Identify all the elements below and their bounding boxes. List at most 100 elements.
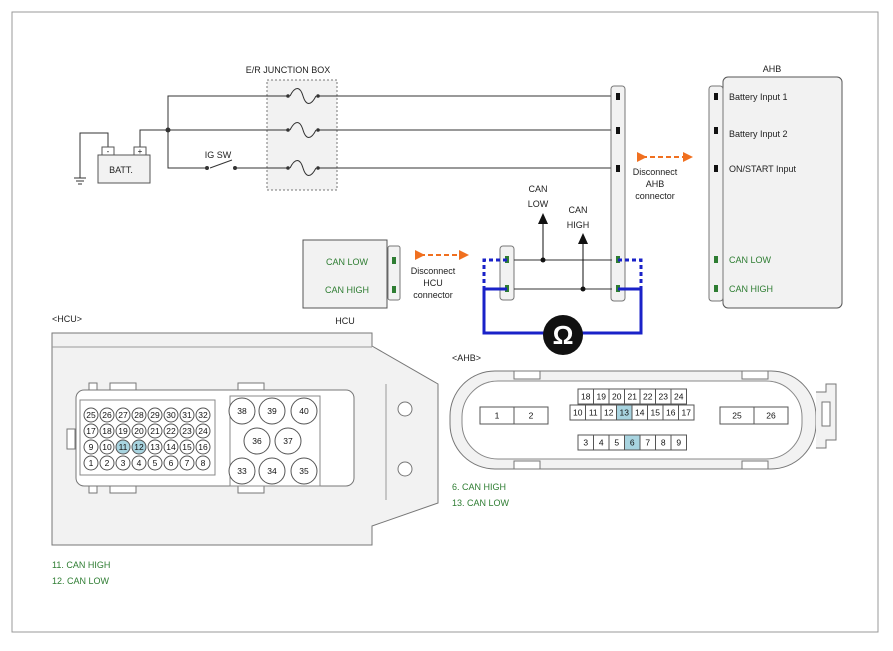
can-high-label-2: HIGH	[567, 220, 590, 230]
hcu-pin	[131, 455, 147, 471]
can-low-label-2: LOW	[528, 199, 549, 209]
ahb-battery-input-2: Battery Input 2	[729, 129, 788, 139]
ahb-pin	[513, 406, 549, 425]
disconnect-hcu-line-1: Disconnect	[411, 266, 456, 276]
hcu-pin	[163, 455, 179, 471]
disconnect-ahb-line-1: Disconnect	[633, 167, 678, 177]
ohmmeter-icon	[543, 315, 583, 355]
hcu-large-pin	[258, 397, 286, 425]
ahb-legend-1: 6. CAN HIGH	[452, 482, 506, 492]
hcu-legend-1: 11. CAN HIGH	[52, 560, 110, 570]
hcu-pin	[131, 439, 147, 455]
hcu-pin-number: 38	[237, 406, 247, 416]
ahb-pin-number: 15	[651, 408, 661, 418]
battery-label: BATT.	[109, 165, 133, 175]
fuse-icon	[286, 122, 320, 138]
hcu-pin	[99, 407, 115, 423]
ahb-pin-number: 14	[635, 408, 645, 418]
hcu-pin	[115, 439, 131, 455]
hcu-pin-number: 28	[134, 410, 144, 420]
hcu-large-pin	[228, 397, 256, 425]
hcu-pin	[99, 439, 115, 455]
ahb-pin-number: 4	[599, 438, 604, 448]
ahb-pin-number: 25	[732, 411, 742, 421]
ahb-pin-number: 26	[766, 411, 776, 421]
hcu-pin-number: 31	[182, 410, 192, 420]
hcu-pin-number: 19	[118, 426, 128, 436]
fuse-icon	[286, 160, 320, 176]
hcu-pin-number: 40	[299, 406, 309, 416]
hcu-pin	[83, 439, 99, 455]
ahb-pin-number: 21	[628, 392, 638, 402]
can-low-label-1: CAN	[528, 184, 547, 194]
ahb-pin-number: 9	[676, 438, 681, 448]
hcu-pin-number: 26	[102, 410, 112, 420]
ahb-pin-number: 23	[659, 392, 669, 402]
ahb-on-start-input: ON/START Input	[729, 164, 797, 174]
ahb-legend-2: 13. CAN LOW	[452, 498, 510, 508]
hcu-pin	[115, 407, 131, 423]
hcu-pin	[179, 439, 195, 455]
junction-box-title: E/R JUNCTION BOX	[246, 65, 331, 75]
ahb-pin	[678, 404, 695, 421]
hcu-large-pin	[258, 457, 286, 485]
hcu-pin-number: 3	[121, 458, 126, 468]
ahb-pin-number: 2	[529, 411, 534, 421]
hcu-pin-number: 18	[102, 426, 112, 436]
hcu-pin	[195, 407, 211, 423]
battery	[97, 154, 151, 184]
hcu-can-high: CAN HIGH	[325, 285, 369, 295]
hcu-pin	[147, 407, 163, 423]
ahb-pin	[753, 406, 789, 425]
fuse-icon	[286, 88, 320, 104]
ahb-pin-number: 16	[666, 408, 676, 418]
schematic: E/R JUNCTION BOX IG SW	[74, 64, 843, 355]
hcu-pin-number: 17	[86, 426, 96, 436]
ahb-pin-number: 3	[583, 438, 588, 448]
ahb-pin-number: 11	[589, 408, 598, 418]
hcu-pin-number: 30	[166, 410, 176, 420]
ahb-pin-number: 8	[661, 438, 666, 448]
ahb-can-low: CAN LOW	[729, 255, 772, 265]
hcu-pin-number: 29	[150, 410, 160, 420]
hcu-pin	[163, 407, 179, 423]
hcu-pin	[163, 423, 179, 439]
power-wires	[74, 95, 614, 185]
disconnect-hcu-line-2: HCU	[423, 278, 443, 288]
hcu-pin	[147, 455, 163, 471]
hcu-block	[302, 239, 388, 309]
hcu-pin-number: 24	[198, 426, 208, 436]
hcu-pin	[115, 455, 131, 471]
fuse-icons	[286, 88, 320, 176]
ahb-block	[722, 76, 843, 309]
ahb-pin-number: 24	[674, 392, 684, 402]
ig-switch-label: IG SW	[205, 150, 232, 160]
hcu-pin-number: 11	[119, 442, 128, 452]
ahb-can-high: CAN HIGH	[729, 284, 773, 294]
ahb-pin-number: 6	[630, 438, 635, 448]
hcu-block-title: HCU	[335, 316, 355, 326]
hcu-pin-number: 36	[252, 436, 262, 446]
hcu-pin-number: 9	[89, 442, 94, 452]
hcu-pin	[179, 423, 195, 439]
ahb-pin-number: 19	[597, 392, 607, 402]
hcu-pin	[195, 423, 211, 439]
ahb-block-title: AHB	[763, 64, 782, 74]
hcu-pin-number: 23	[182, 426, 192, 436]
hcu-pin	[131, 407, 147, 423]
hcu-pin-number: 8	[201, 458, 206, 468]
can-high-arrow-icon	[578, 233, 588, 244]
disconnect-ahb-line-2: AHB	[646, 179, 665, 189]
hcu-pin-number: 1	[89, 458, 94, 468]
hcu-large-pin	[228, 457, 256, 485]
ahb-pin-number: 17	[682, 408, 692, 418]
ahb-connector-title: <AHB>	[452, 353, 481, 363]
ahb-battery-input-1: Battery Input 1	[729, 92, 788, 102]
hcu-pin-number: 15	[182, 442, 192, 452]
hcu-pin-number: 7	[185, 458, 190, 468]
hcu-pin-number: 13	[150, 442, 160, 452]
hcu-pin	[163, 439, 179, 455]
